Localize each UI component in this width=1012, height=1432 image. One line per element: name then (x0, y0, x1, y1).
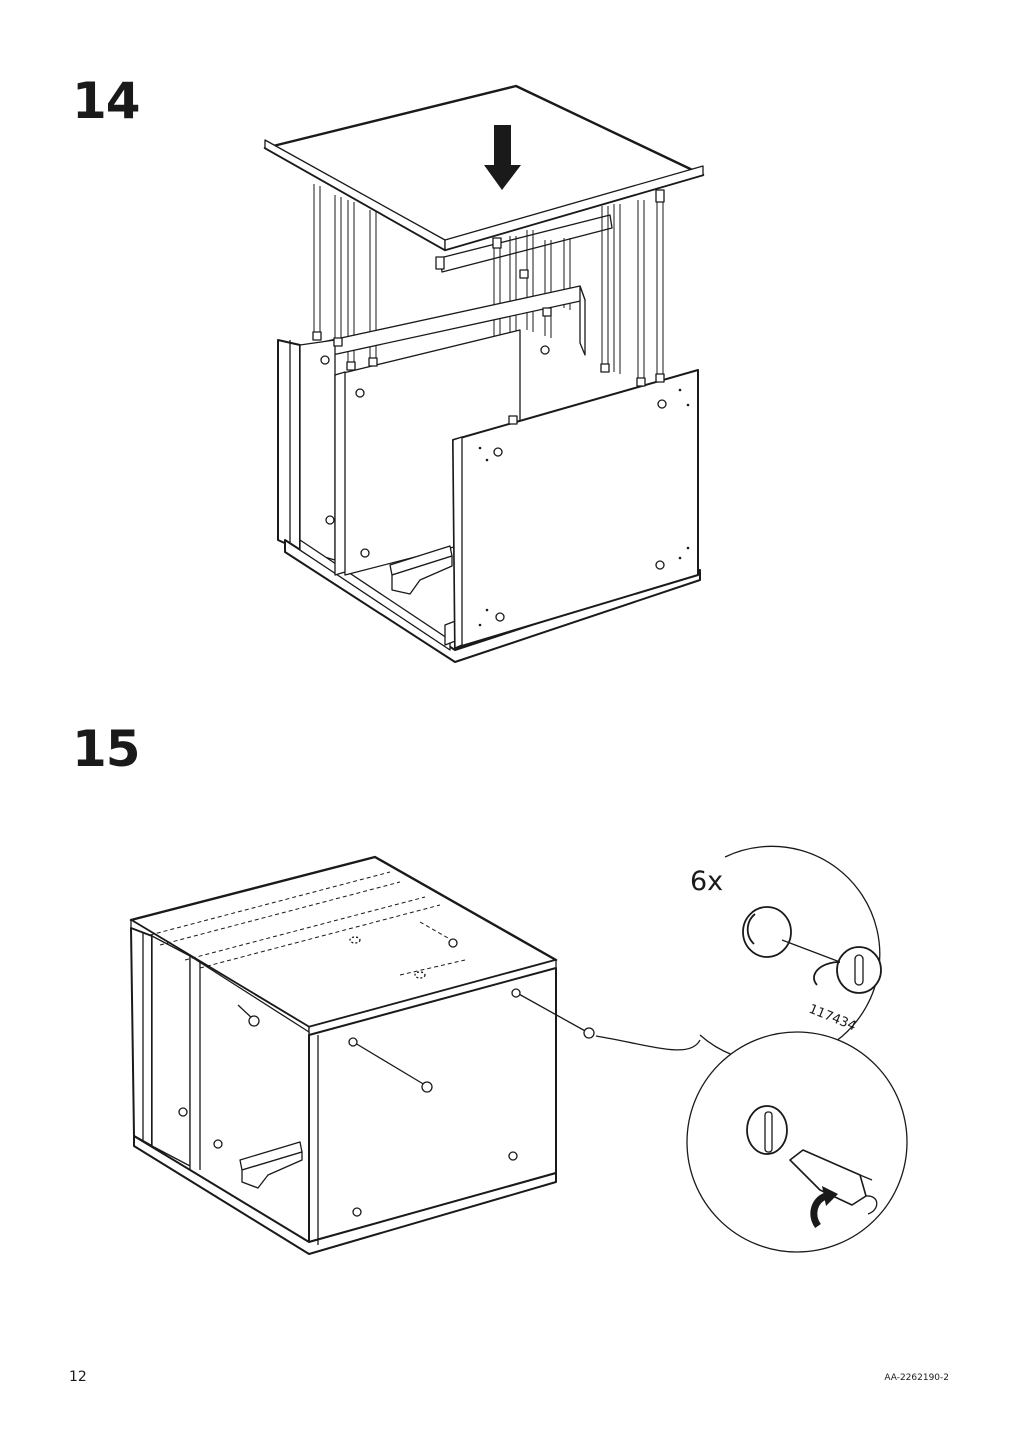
top-panel (263, 84, 705, 273)
screwdriver-icon (789, 1149, 878, 1215)
page-number: 12 (69, 1369, 87, 1385)
step-number-14: 14 (72, 72, 141, 130)
callout-connector (595, 1035, 701, 1051)
callout-cam-lock-insert: 6x 117434 (690, 845, 882, 1063)
front-right-panel (452, 369, 699, 649)
down-arrow-icon (484, 125, 521, 190)
cam-locks (237, 938, 595, 1093)
step-14-illustration (263, 84, 705, 663)
document-code: AA-2262190-2 (884, 1373, 949, 1383)
left-side-panel (277, 339, 336, 561)
quantity-label: 6x (690, 866, 723, 897)
back-panel (294, 285, 586, 363)
step-number-15: 15 (72, 720, 141, 778)
dowels (312, 189, 665, 425)
callout-tighten-screwdriver (686, 1031, 908, 1253)
rotate-clockwise-arrow-icon (810, 1186, 838, 1229)
assembled-cabinet (129, 855, 558, 1255)
step-15-illustration: 6x 117434 (129, 845, 908, 1255)
